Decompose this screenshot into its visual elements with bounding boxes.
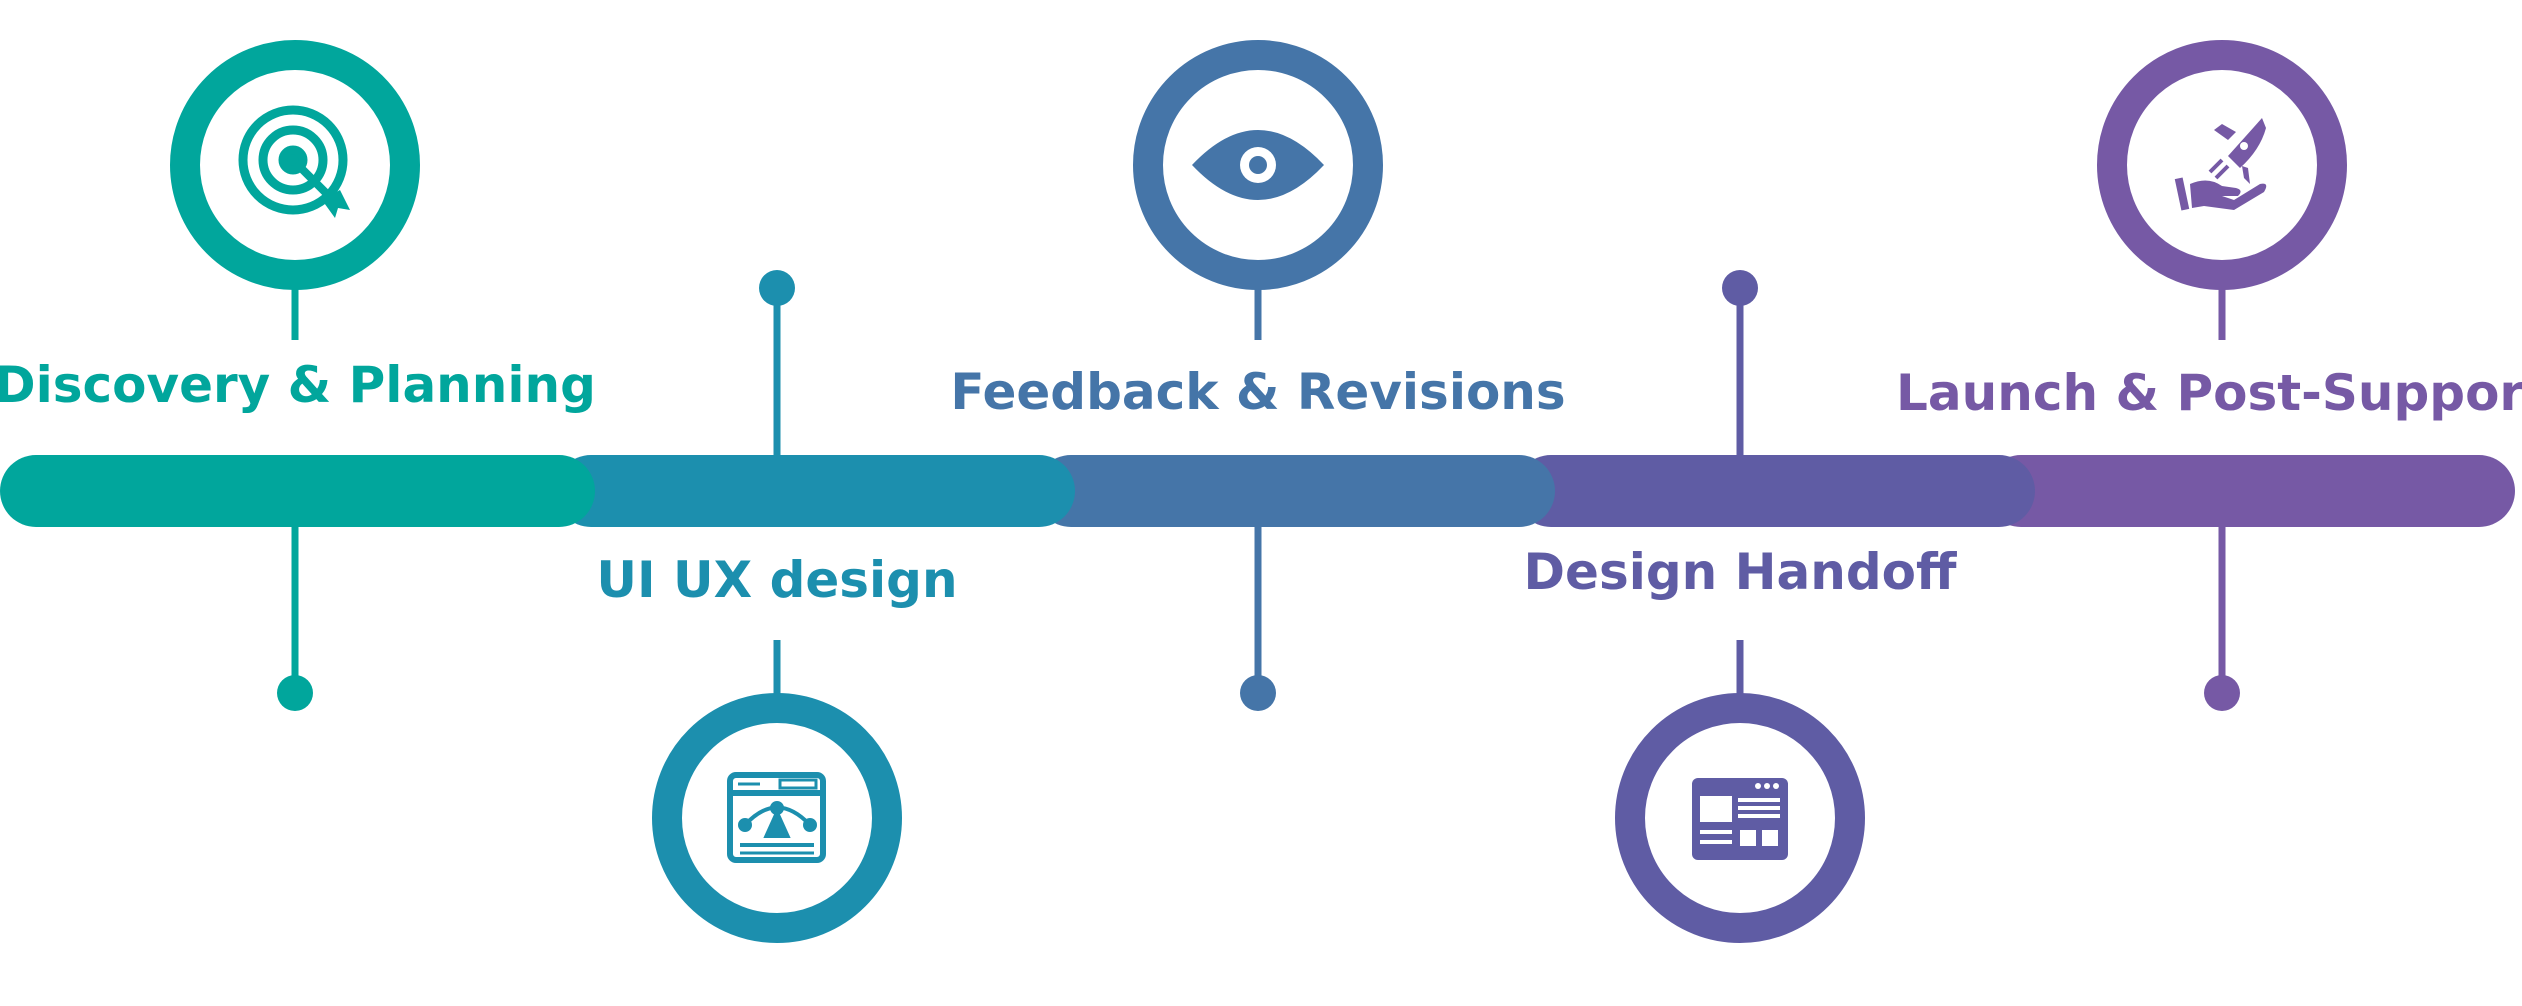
step-discovery [170,40,420,711]
step-label-launch: Launch & Post-Support [1896,364,2522,422]
rocket-hand-icon [2174,118,2267,211]
icon-ring [2097,40,2347,290]
connector-dot [759,270,795,306]
connector-dot [277,675,313,711]
layout-icon [1692,778,1788,860]
step-label-discovery: Discovery & Planning [0,356,596,414]
step-launch [2097,40,2347,711]
timeline-segment-3 [1035,455,1555,527]
connector-dot [1722,270,1758,306]
timeline-bar [0,455,2515,527]
step-label-handoff: Design Handoff [1523,543,1957,601]
connector-dot [2204,675,2240,711]
eye-icon [1192,130,1324,200]
ui-design-icon [727,772,826,863]
target-icon [238,105,350,218]
timeline-segment-1 [0,455,595,527]
step-feedback [1133,40,1383,711]
step-uiux [652,270,902,943]
step-handoff [1615,270,1865,943]
connector-dot [1240,675,1276,711]
step-label-feedback: Feedback & Revisions [950,363,1566,421]
timeline-segment-2 [555,455,1075,527]
timeline-segment-5 [1985,455,2515,527]
step-label-uiux: UI UX design [596,551,958,609]
timeline-segment-4 [1515,455,2035,527]
